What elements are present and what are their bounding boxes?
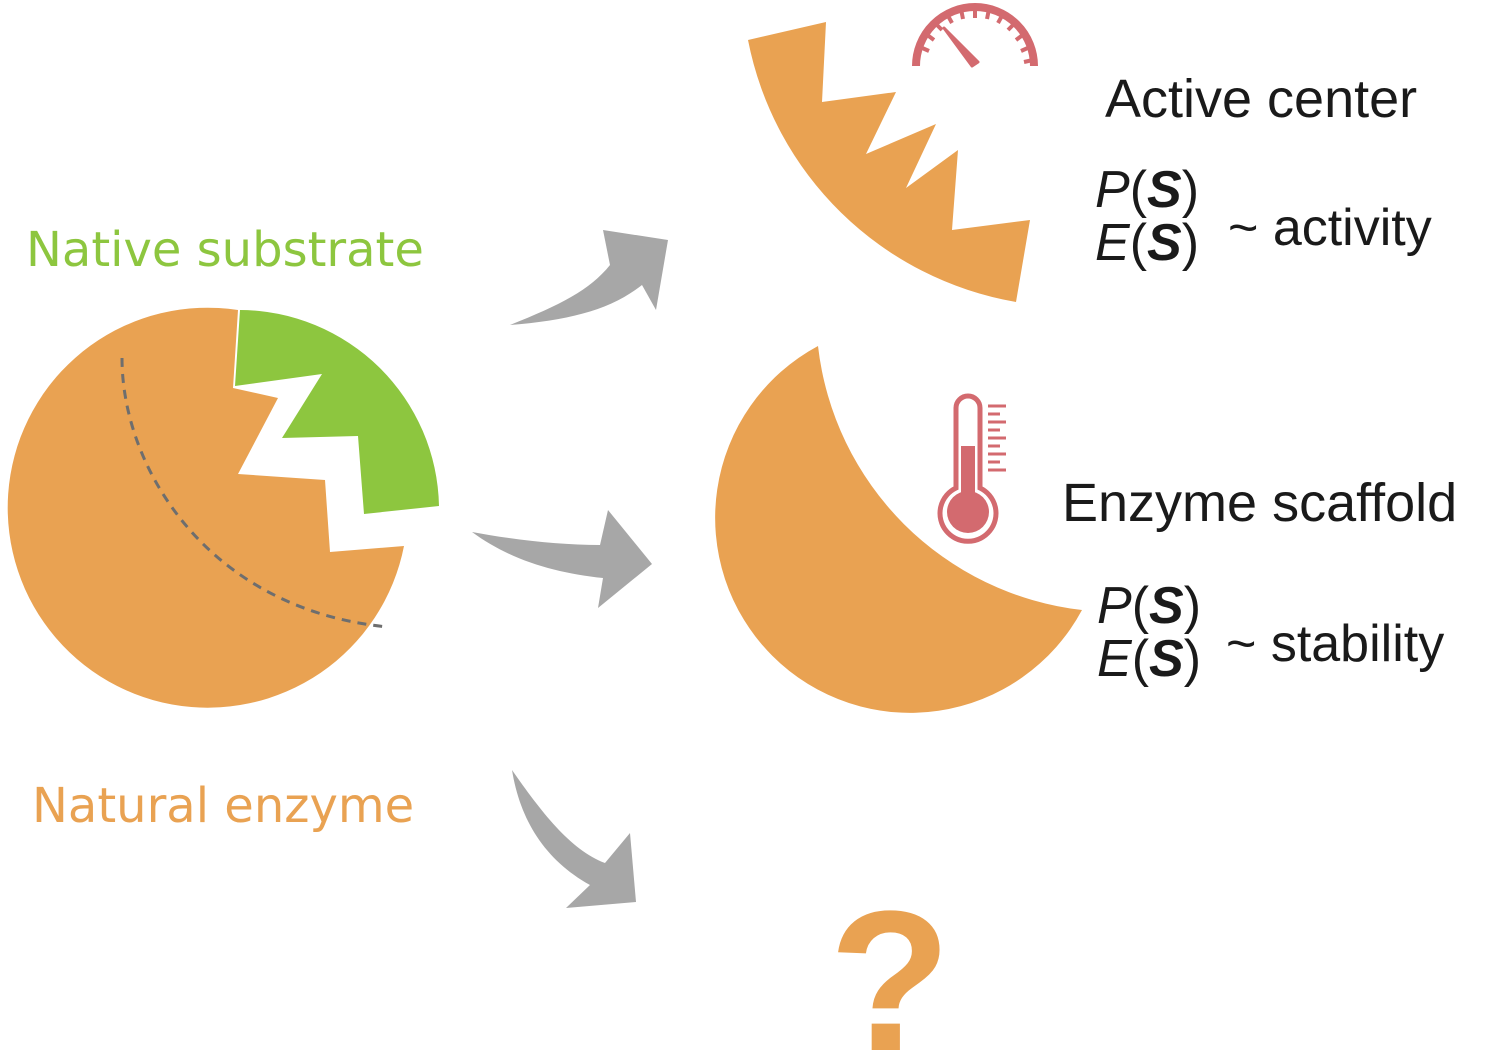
native-substrate-label: Native substrate (26, 222, 424, 278)
enzyme-scaffold-label: Enzyme scaffold (1062, 473, 1458, 533)
stability-relation: ~ stability (1226, 615, 1445, 673)
active-center-shape (748, 22, 1030, 302)
thermometer-icon (937, 393, 1006, 544)
enzyme-scaffold-shape (715, 346, 1082, 713)
speedometer-icon (912, 3, 1038, 68)
natural-enzyme-shape (7, 307, 405, 708)
arrow-to-unknown (512, 770, 636, 908)
scaffold-equation-block: P(S) E(S) (1097, 577, 1202, 689)
arrow-to-scaffold (472, 510, 652, 608)
active-eq-line-p: P(S) (1095, 161, 1200, 219)
scaffold-eq-line-e: E(S) (1097, 630, 1202, 689)
active-eq-line-e: E(S) (1095, 214, 1200, 273)
scaffold-eq-line-p: P(S) (1097, 577, 1202, 635)
arrow-to-active-center (510, 230, 668, 325)
native-substrate-shape (235, 310, 439, 514)
activity-relation: ~ activity (1228, 199, 1432, 257)
question-mark: ? (829, 870, 951, 1064)
active-equation-block: P(S) E(S) (1095, 161, 1200, 273)
active-center-label: Active center (1105, 69, 1418, 129)
natural-enzyme-label: Natural enzyme (32, 778, 415, 834)
